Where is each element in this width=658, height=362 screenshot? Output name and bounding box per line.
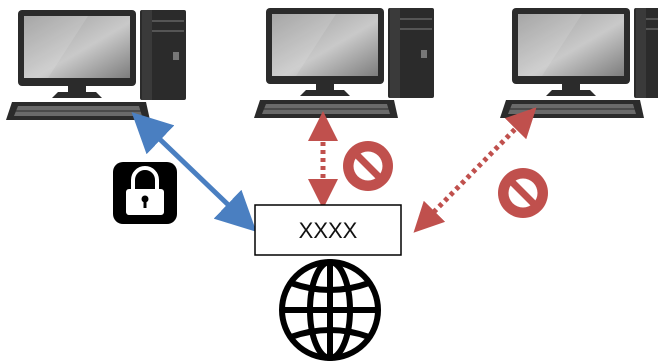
- connection-right-blocked: [413, 107, 537, 233]
- server-box: XXXX: [254, 204, 402, 256]
- prohibited-icon: [498, 168, 548, 218]
- desktop-computer-icon: [499, 7, 658, 119]
- computer-left: [5, 9, 187, 121]
- prohibited-icon: [343, 141, 393, 191]
- padlock-icon: [113, 162, 177, 224]
- computer-middle: [253, 7, 435, 119]
- server-box-label: XXXX: [299, 218, 358, 243]
- desktop-computer-icon: [5, 9, 187, 121]
- computer-right: [499, 7, 658, 119]
- desktop-computer-icon: [253, 7, 435, 119]
- connection-left-allowed: [131, 112, 257, 232]
- globe-icon: [279, 259, 381, 361]
